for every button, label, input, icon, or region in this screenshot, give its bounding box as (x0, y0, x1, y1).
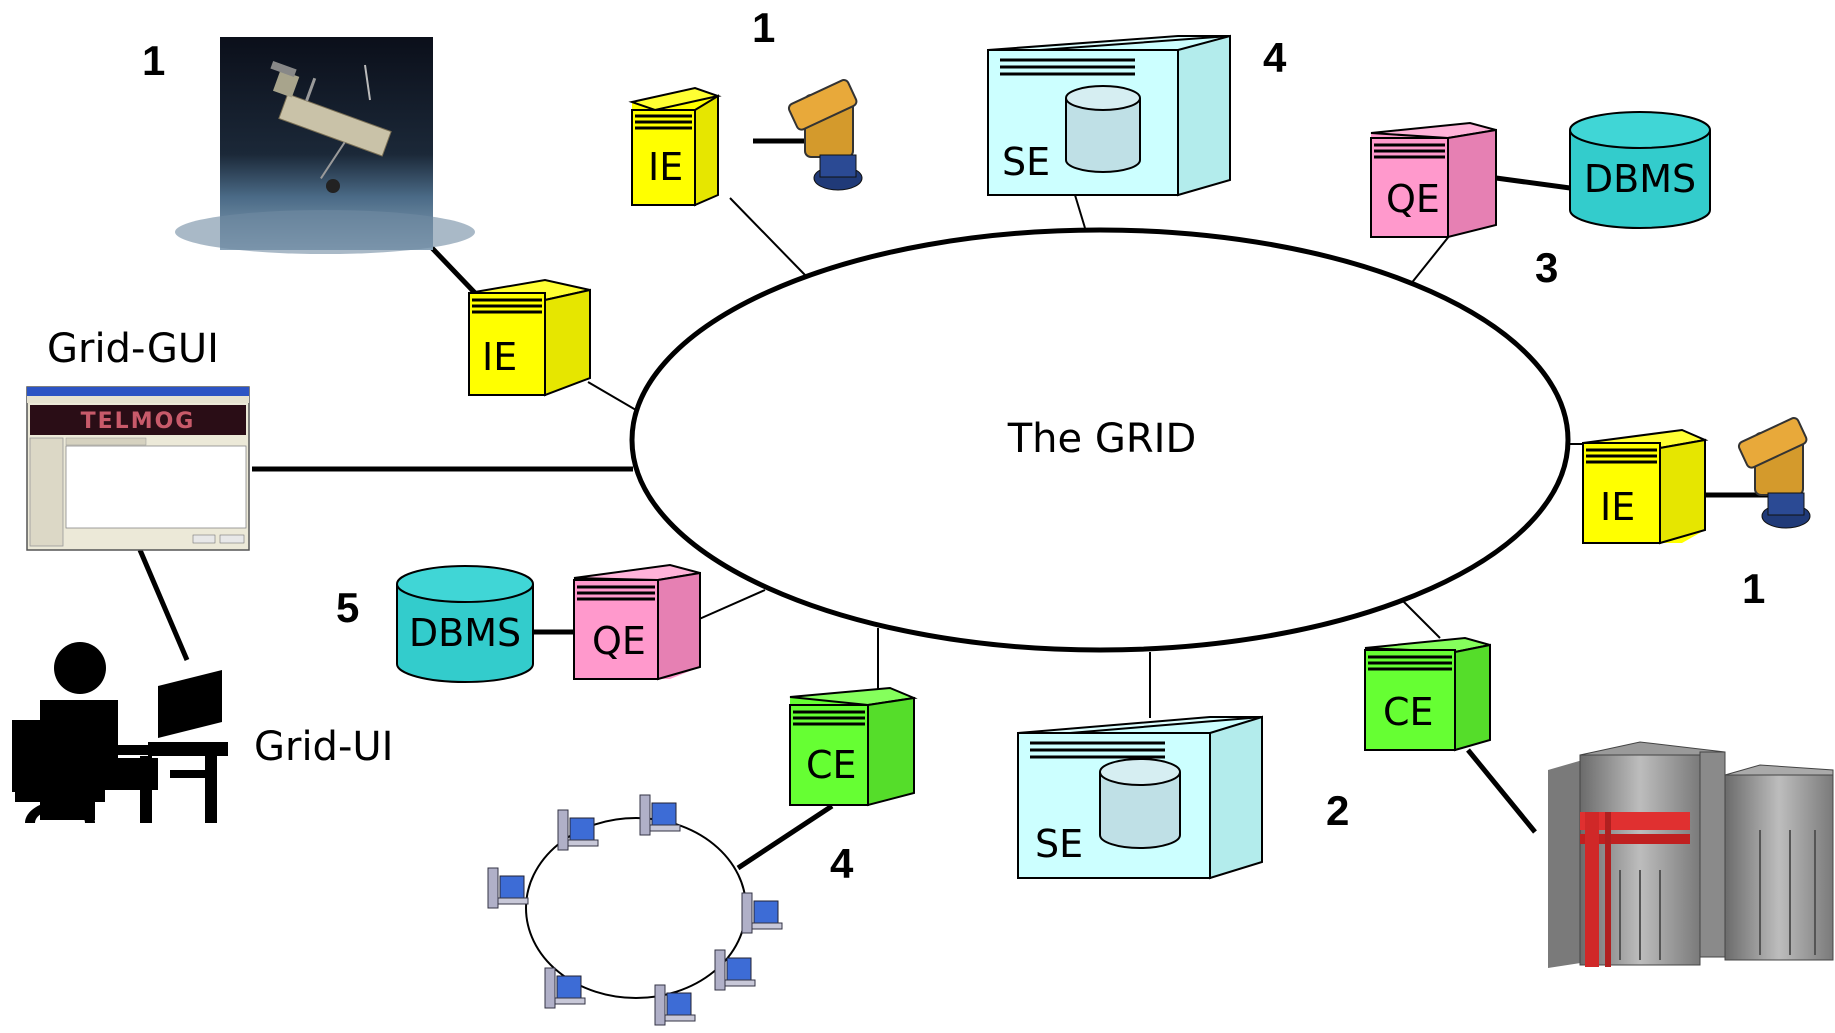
number-se-top: 4 (1263, 34, 1287, 81)
cluster-node-1 (487, 867, 529, 909)
cluster-node-5 (714, 949, 756, 991)
cluster-node-3 (639, 794, 681, 836)
grid-ellipse (629, 227, 1571, 653)
number-qe-left: 5 (336, 584, 359, 631)
qe-left-label: QE (592, 619, 646, 663)
dbms-top-label: DBMS (1584, 157, 1696, 201)
cluster-node-7 (544, 967, 586, 1009)
se-storage-top: SE (987, 34, 1231, 197)
qe-top-label: QE (1386, 177, 1440, 221)
grid-ui-label: Grid-UI (254, 724, 393, 770)
ie-top-label: IE (648, 145, 683, 189)
dbms-left: DBMS (396, 565, 534, 683)
ie-server-right: IE (1582, 428, 1709, 545)
grid-gui-window: TELMOG (26, 386, 250, 551)
thick-connectors (137, 138, 1768, 871)
ie-server-left: IE (468, 278, 591, 397)
telescope-icon-top (787, 79, 863, 191)
user-at-computer-icon (12, 642, 228, 823)
dbms-top: DBMS (1569, 111, 1711, 229)
grid-label: The GRID (1007, 416, 1197, 462)
grid-gui-label: Grid-GUI (47, 326, 219, 372)
cluster-node-2 (557, 809, 599, 851)
hubble-telescope-image (175, 37, 475, 254)
ce-server-right: CE (1364, 636, 1491, 752)
number-qe-top: 3 (1535, 244, 1558, 291)
gui-banner-title: TELMOG (81, 409, 196, 434)
se-storage-bottom: SE (1017, 715, 1263, 880)
number-telescope-right: 1 (1742, 565, 1765, 612)
ie-left-label: IE (482, 335, 517, 379)
ie-right-label: IE (1600, 485, 1635, 529)
se-bottom-label: SE (1035, 822, 1083, 866)
supercomputer-image (1548, 741, 1834, 968)
thin-connectors (587, 194, 1630, 718)
se-top-label: SE (1002, 140, 1050, 184)
number-telescope-top: 1 (752, 4, 775, 51)
computer-cluster (487, 794, 783, 1026)
ce-left-label: CE (806, 743, 857, 787)
cluster-node-6 (654, 984, 696, 1026)
dbms-left-label: DBMS (409, 611, 521, 655)
ce-server-left: CE (789, 686, 918, 807)
ie-server-top: IE (628, 86, 722, 207)
ce-right-label: CE (1383, 690, 1434, 734)
number-supercomputer: 2 (1326, 787, 1349, 834)
number-hubble: 1 (142, 37, 165, 84)
number-cluster: 4 (830, 840, 854, 887)
qe-server-top: QE (1370, 121, 1497, 239)
cluster-node-4 (741, 892, 783, 934)
qe-server-left: QE (573, 563, 701, 681)
telescope-icon-right (1737, 417, 1811, 529)
